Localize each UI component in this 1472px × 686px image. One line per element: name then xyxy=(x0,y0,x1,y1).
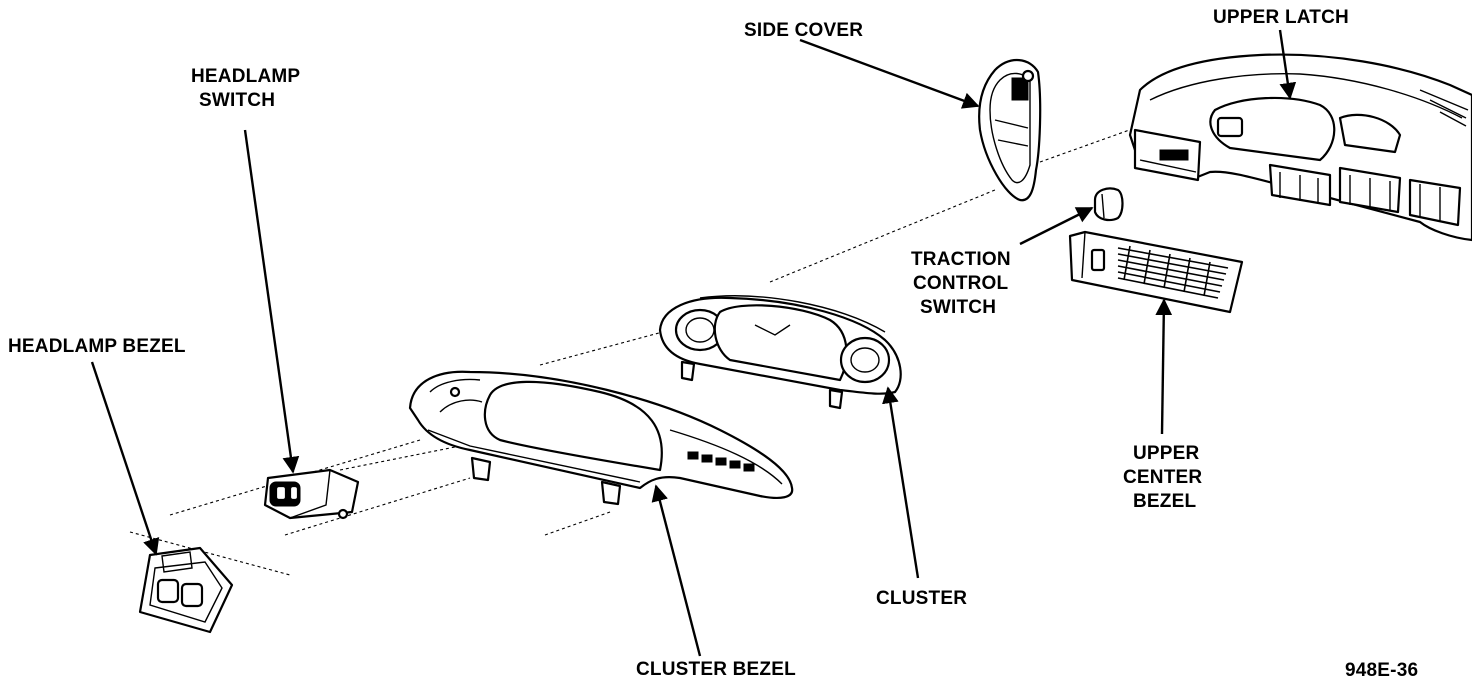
traction-control-switch-part xyxy=(1093,187,1124,222)
cluster-leader xyxy=(882,386,920,579)
headlamp-bezel-leader xyxy=(90,361,160,556)
upper-center-bezel-vent xyxy=(1117,245,1229,299)
side-cover-leader xyxy=(799,38,980,109)
label-headlamp-bezel: HEADLAMP BEZEL xyxy=(8,336,186,357)
cluster-part xyxy=(658,295,902,410)
label-upper-center-bezel-line3: BEZEL xyxy=(1133,491,1196,512)
figure-id: 948E-36 xyxy=(1345,660,1418,681)
label-cluster: CLUSTER xyxy=(876,588,967,609)
cluster-bezel-leader xyxy=(651,484,702,657)
side-cover-part xyxy=(978,59,1042,202)
headlamp-switch-leader xyxy=(243,129,300,474)
label-side-cover: SIDE COVER xyxy=(744,20,863,41)
label-headlamp-switch-line2: SWITCH xyxy=(199,90,275,111)
label-upper-latch: UPPER LATCH xyxy=(1213,7,1349,28)
leader-lines xyxy=(90,29,1297,657)
cluster-bezel-buttons xyxy=(687,451,755,472)
label-cluster-bezel: CLUSTER BEZEL xyxy=(636,659,796,680)
upper-latch-leader xyxy=(1278,29,1297,100)
label-traction-control-line2: CONTROL xyxy=(913,273,1009,294)
upper-center-bezel-part xyxy=(1068,230,1244,314)
label-traction-control-line1: TRACTION xyxy=(911,249,1011,270)
headlamp-switch-part xyxy=(263,468,360,520)
label-headlamp-switch-line1: HEADLAMP xyxy=(191,66,300,87)
traction-control-switch-leader xyxy=(1019,206,1094,246)
label-upper-center-bezel-line1: UPPER xyxy=(1133,443,1200,464)
label-upper-center-bezel-line2: CENTER xyxy=(1123,467,1202,488)
cluster-bezel-part xyxy=(408,370,794,506)
headlamp-bezel-part xyxy=(138,546,234,634)
upper-center-bezel-leader xyxy=(1155,298,1173,435)
label-traction-control-line3: SWITCH xyxy=(920,297,996,318)
instrument-panel-part xyxy=(1128,53,1472,242)
callout-labels: SIDE COVER UPPER LATCH HEADLAMP SWITCH T… xyxy=(8,7,1418,681)
alignment-lines xyxy=(129,127,1136,576)
